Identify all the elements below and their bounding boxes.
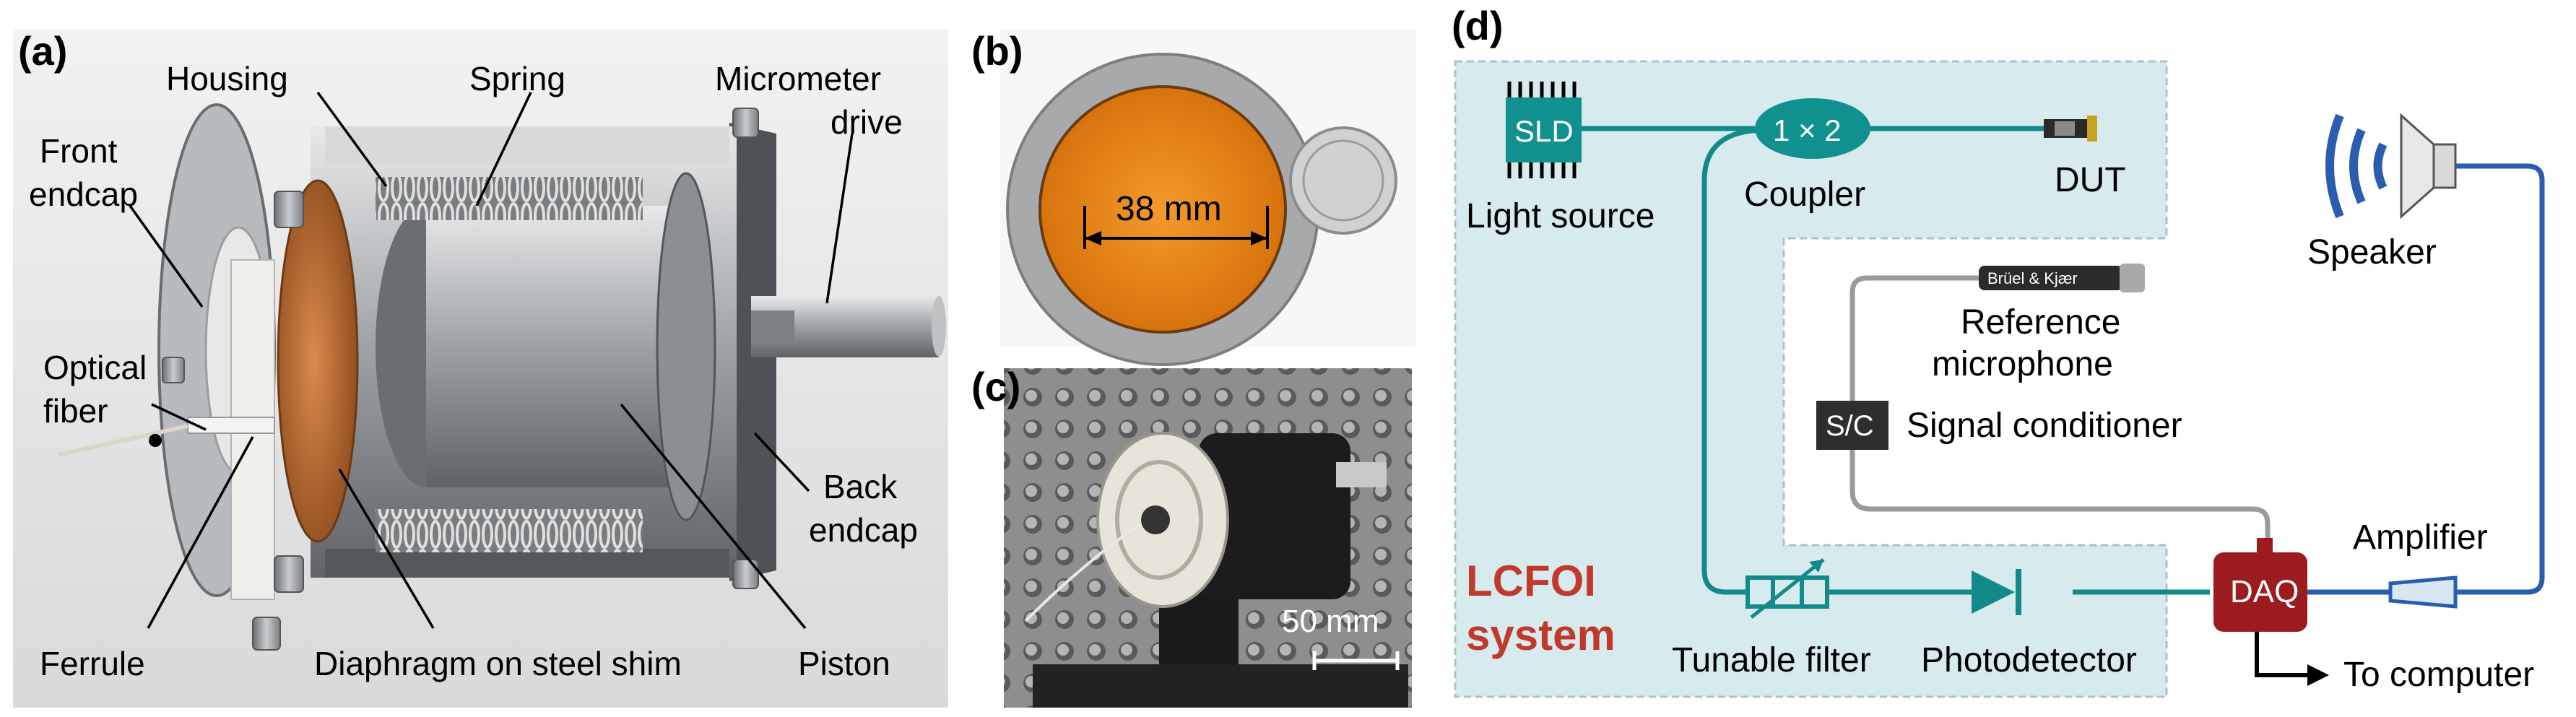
callout-spring: Spring	[469, 60, 565, 97]
ferrule	[187, 417, 275, 434]
piston	[426, 206, 686, 487]
to-computer-label: To computer	[2343, 656, 2534, 694]
spring-top	[376, 177, 643, 220]
diaphragm	[277, 179, 359, 543]
tunable-filter	[1745, 558, 1829, 619]
quarter-coin	[1289, 126, 1397, 235]
reference-mic-label-1: Reference	[1961, 303, 2120, 342]
callout-optical-fiber-2: fiber	[43, 392, 108, 430]
coupler	[1755, 98, 1870, 159]
callout-ferrule: Ferrule	[40, 645, 145, 682]
panel-d: (d) SLD Light source 1	[1452, 3, 2545, 698]
to-computer-arrow	[2255, 632, 2311, 677]
callout-front-endcap-1: Front	[40, 132, 118, 170]
callout-piston: Piston	[798, 645, 890, 682]
speaker-drive-path	[2455, 163, 2545, 595]
tunable-filter-label: Tunable filter	[1672, 641, 1871, 679]
daq-box	[2213, 552, 2307, 632]
leader-lines	[129, 91, 854, 630]
panel-a-label: (a)	[18, 28, 67, 74]
panel-b: 38 mm (b)	[971, 28, 1415, 366]
dut-label: DUT	[2055, 161, 2126, 199]
callout-micrometer-2: drive	[831, 103, 903, 141]
panel-b-label: (b)	[971, 28, 1023, 74]
panel-a: (a) Housing Spring Micrometer drive Fron…	[13, 28, 948, 708]
spring-bottom	[376, 509, 643, 552]
reference-microphone: Brüel & Kjær	[1979, 264, 2145, 292]
electrical-signal-path	[1849, 275, 2271, 538]
lcfoi-label-2: system	[1466, 611, 1616, 659]
speaker-label: Speaker	[2307, 233, 2437, 271]
panel-d-label: (d)	[1452, 3, 1504, 48]
photodetector	[1972, 569, 2021, 615]
photodetector-label: Photodetector	[1921, 641, 2137, 679]
daq-label: DAQ	[2230, 574, 2299, 609]
sld-label: SLD	[1514, 114, 1574, 148]
callout-optical-fiber-1: Optical	[43, 349, 147, 386]
sld-light-source: SLD	[1506, 82, 1582, 178]
sc-label: S/C	[1826, 410, 1874, 442]
lcfoi-label-1: LCFOI	[1466, 557, 1596, 605]
callout-housing: Housing	[166, 60, 288, 97]
panel-c-label: (c)	[971, 364, 1020, 409]
reference-mic-label-2: microphone	[1932, 345, 2113, 383]
diaphragm-film	[1038, 85, 1287, 334]
callout-front-endcap-2: endcap	[29, 175, 138, 213]
dut-sensor	[2044, 116, 2097, 142]
scale-bar-label: 50 mm	[1282, 604, 1379, 639]
callout-back-endcap-1: Back	[823, 468, 898, 505]
amplifier-label: Amplifier	[2353, 518, 2488, 557]
coupler-label: Coupler	[1744, 175, 1865, 214]
optical-fiber-paths	[1582, 126, 2210, 595]
dimension-label: 38 mm	[1116, 190, 1222, 228]
panel-c: 50 mm (c)	[971, 364, 1412, 708]
screws	[162, 108, 759, 651]
lcfoi-system-box	[1454, 60, 2168, 698]
signal-conditioner-box	[1816, 401, 1888, 450]
signal-conditioner-label: Signal conditioner	[1907, 407, 2182, 445]
light-source-label: Light source	[1466, 197, 1655, 235]
optical-fiber	[57, 424, 188, 457]
mic-brand-label: Brüel & Kjær	[1987, 269, 2078, 287]
callout-back-endcap-2: endcap	[809, 511, 918, 549]
callout-micrometer-1: Micrometer	[715, 60, 881, 97]
callout-diaphragm: Diaphragm on steel shim	[314, 645, 682, 682]
coupler-ratio: 1 × 2	[1773, 113, 1842, 147]
housing-black	[1199, 433, 1350, 599]
amplifier	[2388, 575, 2458, 609]
speaker-icon	[2325, 113, 2457, 220]
